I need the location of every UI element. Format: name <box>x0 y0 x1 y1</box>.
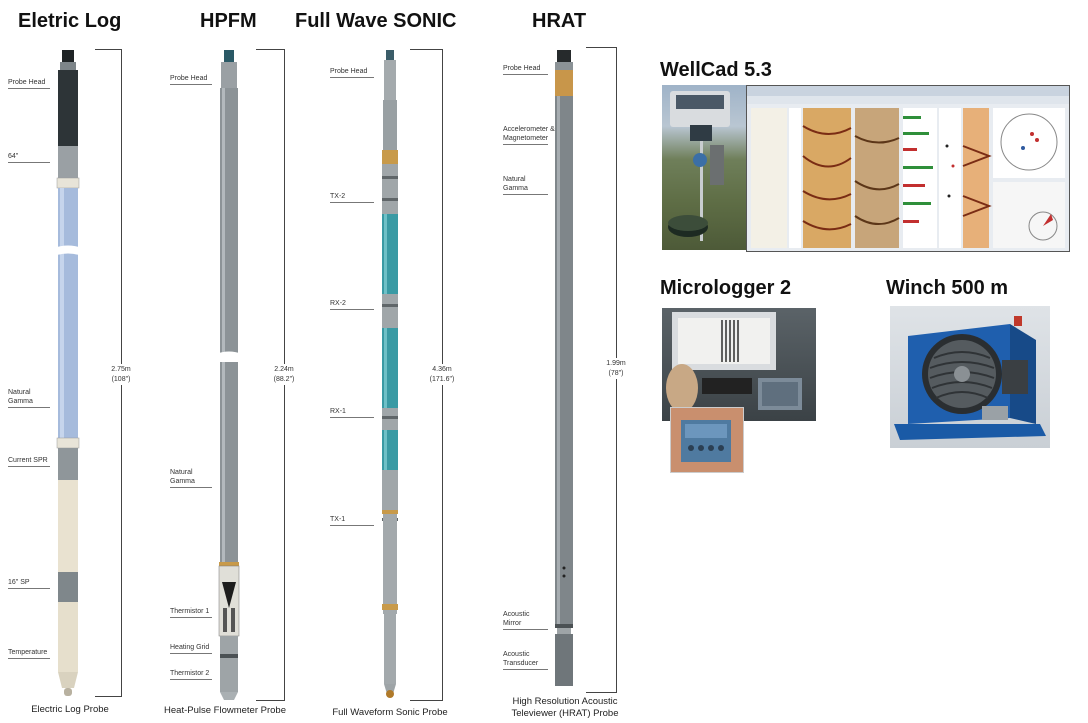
hpfm-leader-line <box>170 84 212 85</box>
hpfm-leader-line <box>170 653 212 654</box>
hrat-dimension-inches: (78") <box>598 368 634 379</box>
hrat-caption-line2: Televiewer (HRAT) Probe <box>511 708 619 719</box>
sonic-leader-line <box>330 417 374 418</box>
el-caption: Electric Log Probe <box>31 704 109 715</box>
hrat-label-magnetometer: Magnetometer <box>503 135 549 142</box>
el-leader-line <box>8 588 50 589</box>
sonic-label-tx-1: TX-1 <box>330 516 346 523</box>
el-label-current-spr: Current SPR <box>8 457 48 464</box>
hpfm-label-heating-grid: Heating Grid <box>170 644 210 651</box>
hpfm-dimension-inches: (88.2") <box>266 374 302 385</box>
el-leader-line <box>8 162 50 163</box>
hrat-label-transducer: Transducer <box>503 660 539 667</box>
el-leader-line <box>8 88 50 89</box>
sonic-caption: Full Waveform Sonic Probe <box>332 707 448 718</box>
sonic-label-rx-1: RX-1 <box>330 408 346 415</box>
sonic-label-probe-head: Probe Head <box>330 68 368 75</box>
sonic-leader-line <box>330 202 374 203</box>
micrologger-device-graphic <box>681 420 731 462</box>
el-label-temperature: Temperature <box>8 649 48 656</box>
wellcad-software-screenshot <box>746 85 1070 252</box>
el-leader-line <box>8 407 50 408</box>
wellcad-log-graphic <box>747 86 1069 248</box>
sonic-leader-line <box>330 525 374 526</box>
hrat-label-mirror: Mirror <box>503 620 522 627</box>
hrat-leader-line <box>503 629 548 630</box>
wellcad-title: WellCad 5.3 <box>660 59 772 81</box>
el-leader-line <box>8 658 50 659</box>
el-label-64: 64" <box>8 153 19 160</box>
hpfm-leader-line <box>170 617 212 618</box>
hrat-leader-line <box>503 74 548 75</box>
hrat-leader-line <box>503 144 548 145</box>
hpfm-label-thermistor-1: Thermistor 1 <box>170 608 210 615</box>
el-leader-line <box>8 466 50 467</box>
hrat-label-accelerometer: Accelerometer & <box>503 126 555 133</box>
hrat-leader-line <box>503 669 548 670</box>
hpfm-probe <box>216 50 242 700</box>
winch-graphic <box>894 316 1046 440</box>
micrologger-inset-photo <box>670 407 744 473</box>
el-dimension-length: 2.75m <box>104 364 138 375</box>
hpfm-leader-line <box>170 487 212 488</box>
hrat-label-acoustic-2: Acoustic <box>503 651 530 658</box>
micrologger-photo <box>662 308 816 421</box>
hpfm-label-natural: Natural <box>170 469 193 476</box>
winch-photo <box>890 306 1050 448</box>
hrat-label-natural: Natural <box>503 176 526 183</box>
hpfm-label-gamma: Gamma <box>170 478 195 485</box>
hpfm-label-thermistor-2: Thermistor 2 <box>170 670 210 677</box>
sonic-leader-line <box>330 77 374 78</box>
hpfm-dimension-length: 2.24m <box>266 364 302 375</box>
hrat-title: HRAT <box>532 10 587 32</box>
sonic-title: Full Wave SONIC <box>295 10 457 32</box>
hpfm-label-probe-head: Probe Head <box>170 75 208 82</box>
hpfm-caption: Heat-Pulse Flowmeter Probe <box>164 705 286 716</box>
hrat-dimension-length: 1.99m <box>598 358 634 369</box>
el-dimension-inches: (108") <box>104 374 138 385</box>
electric-log-title: Eletric Log <box>18 10 122 32</box>
el-label-16-sp: 16" SP <box>8 579 30 586</box>
sonic-dimension-length: 4.36m <box>422 364 462 375</box>
hrat-leader-line <box>503 194 548 195</box>
winch-title: Winch 500 m <box>886 277 1009 299</box>
el-label-probe-head: Probe Head <box>8 79 46 86</box>
electric-log-probe <box>54 50 82 696</box>
sonic-label-rx-2: RX-2 <box>330 300 346 307</box>
hrat-probe <box>555 50 573 686</box>
sonic-dimension-inches: (171.6") <box>422 374 462 385</box>
wellcad-field-photo <box>662 85 746 250</box>
field-scene-graphic <box>668 91 730 241</box>
micrologger-scene-graphic <box>666 312 802 412</box>
hrat-label-gamma: Gamma <box>503 185 528 192</box>
hrat-caption-line1: High Resolution Acoustic <box>512 696 618 707</box>
sonic-label-tx-2: TX-2 <box>330 193 346 200</box>
micrologger-title: Micrologger 2 <box>660 277 792 299</box>
sonic-probe <box>379 50 401 698</box>
hpfm-title: HPFM <box>200 10 257 32</box>
hrat-label-probe-head: Probe Head <box>503 65 541 72</box>
el-label-natural: Natural <box>8 389 31 396</box>
sonic-leader-line <box>330 309 374 310</box>
el-label-gamma: Gamma <box>8 398 33 405</box>
hrat-label-acoustic-1: Acoustic <box>503 611 530 618</box>
hpfm-leader-line <box>170 679 212 680</box>
